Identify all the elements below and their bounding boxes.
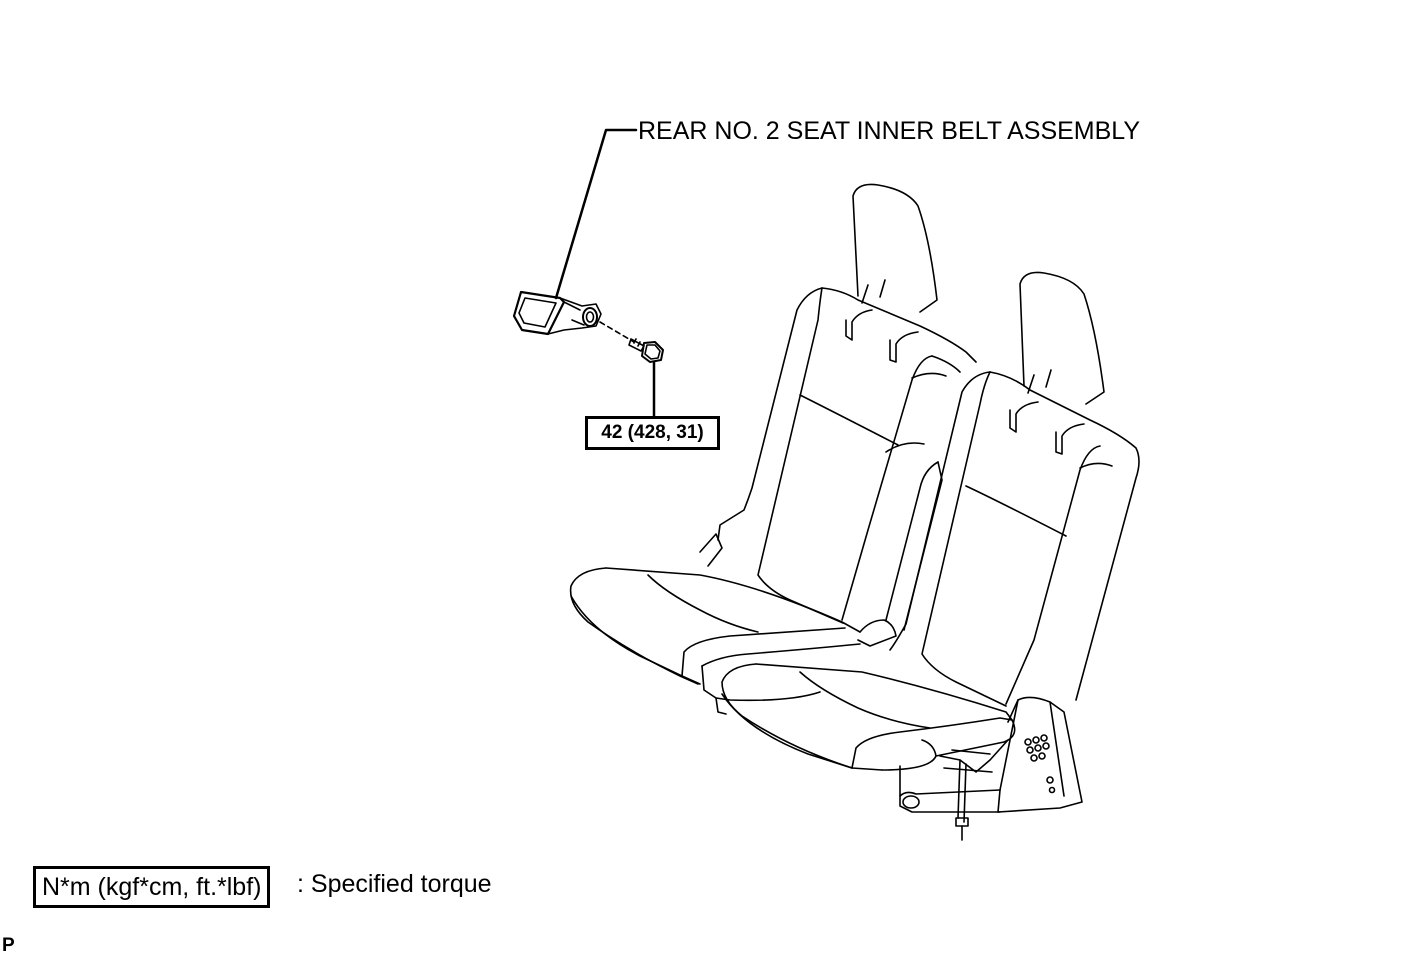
torque-legend-description: : Specified torque [297, 870, 492, 898]
corner-code: P [2, 935, 15, 956]
rear-seat-icon [571, 184, 1139, 840]
part-name-label: REAR NO. 2 SEAT INNER BELT ASSEMBLY [638, 117, 1141, 145]
part-leader-line [556, 130, 636, 298]
torque-unit-legend-box: N*m (kgf*cm, ft.*lbf) [33, 866, 271, 908]
bolt-icon [629, 339, 663, 362]
seat-belt-buckle-icon [514, 292, 601, 334]
bolt-axis-dash [600, 322, 634, 342]
torque-value-box: 42 (428, 31) [585, 416, 720, 450]
